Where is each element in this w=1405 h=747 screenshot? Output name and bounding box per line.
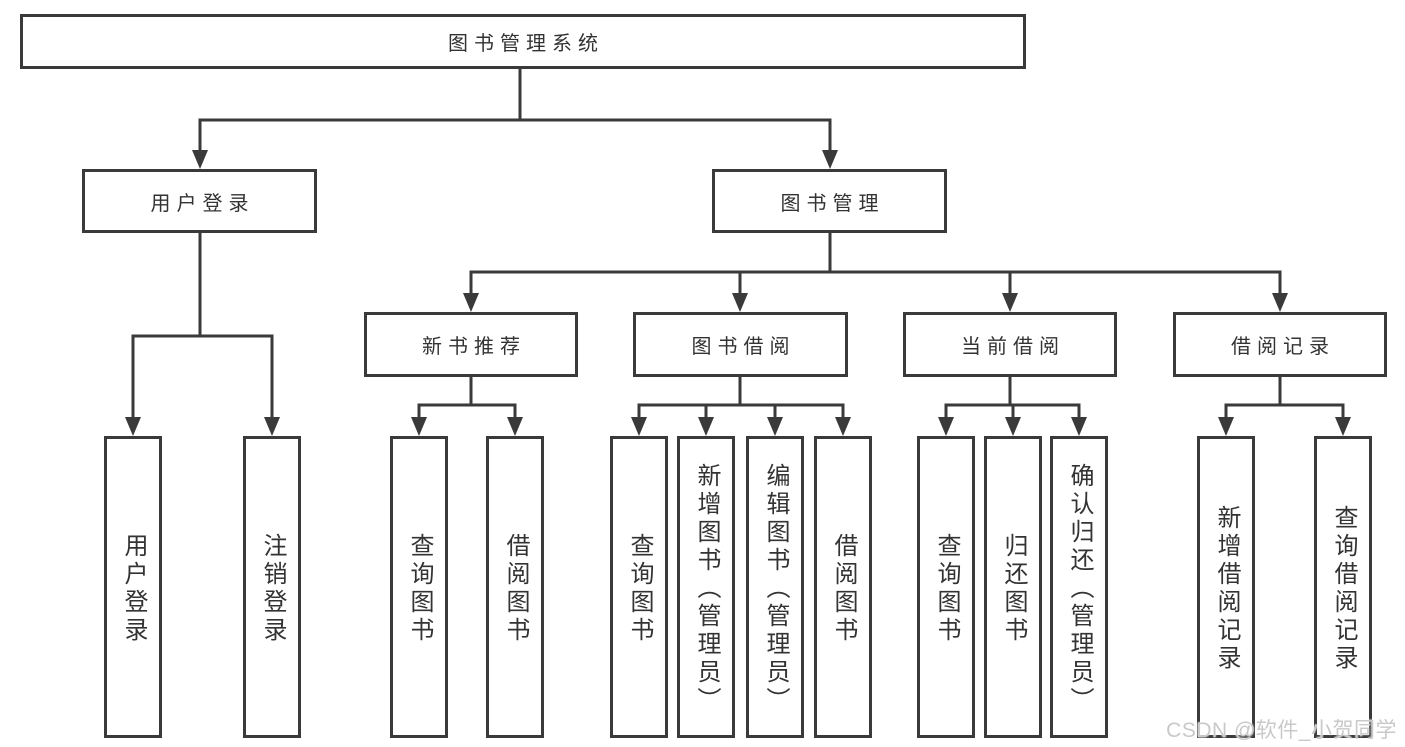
node-label: 查询图书: [933, 533, 960, 645]
node-label: 图书借阅: [691, 336, 796, 358]
node-label: 借阅图书: [830, 533, 857, 645]
arrowhead-down-icon: [767, 417, 783, 436]
node-label: 查询借阅记录: [1330, 505, 1357, 673]
arrowhead-down-icon: [1005, 417, 1021, 436]
arrowhead-down-icon: [1002, 293, 1018, 312]
node-leaf-return-book: 归还图书: [984, 436, 1042, 738]
node-leaf-borrow-book-2: 借阅图书: [814, 436, 872, 738]
node-label: 用户登录: [150, 192, 255, 215]
arrowhead-down-icon: [1071, 417, 1087, 436]
node-leaf-confirm-return: 确认归还（管理员）: [1050, 436, 1108, 738]
node-label: 查询图书: [626, 533, 653, 645]
arrowhead-down-icon: [463, 293, 479, 312]
arrowhead-down-icon: [507, 417, 523, 436]
arrowhead-down-icon: [264, 417, 280, 436]
node-current-borrowing: 当前借阅: [903, 312, 1117, 377]
node-leaf-edit-book: 编辑图书（管理员）: [746, 436, 804, 738]
watermark-text: CSDN @软件_小贺同学: [1166, 719, 1397, 742]
node-label: 借阅记录: [1231, 336, 1335, 358]
arrowhead-down-icon: [1335, 417, 1351, 436]
arrowhead-down-icon: [938, 417, 954, 436]
node-label: 新书推荐: [422, 336, 526, 358]
node-label: 新增借阅记录: [1213, 505, 1240, 673]
arrowhead-down-icon: [698, 417, 714, 436]
node-leaf-add-book: 新增图书（管理员）: [677, 436, 735, 738]
node-leaf-query-borrow-record: 查询借阅记录: [1314, 436, 1372, 738]
node-borrowing-records: 借阅记录: [1173, 312, 1387, 377]
arrowhead-down-icon: [835, 417, 851, 436]
node-leaf-query-book-2: 查询图书: [610, 436, 668, 738]
node-new-book-recommend: 新书推荐: [364, 312, 578, 377]
arrowhead-down-icon: [732, 293, 748, 312]
node-label: 借阅图书: [502, 533, 529, 645]
node-label: 当前借阅: [961, 336, 1065, 358]
node-label: 编辑图书（管理员）: [762, 463, 789, 715]
node-label: 用户登录: [120, 533, 147, 645]
arrowhead-down-icon: [1218, 417, 1234, 436]
node-root: 图书管理系统: [20, 14, 1026, 69]
node-book-borrowing: 图书借阅: [633, 312, 848, 377]
node-leaf-query-book-1: 查询图书: [390, 436, 448, 738]
node-label: 新增图书（管理员）: [693, 463, 720, 715]
node-label: 注销登录: [259, 533, 286, 645]
node-book-management: 图书管理: [712, 169, 947, 233]
node-leaf-user-login: 用户登录: [104, 436, 162, 738]
node-leaf-logout: 注销登录: [243, 436, 301, 738]
node-user-login: 用户登录: [82, 169, 317, 233]
arrowhead-down-icon: [631, 417, 647, 436]
node-leaf-borrow-book-1: 借阅图书: [486, 436, 544, 738]
node-leaf-query-book-3: 查询图书: [917, 436, 975, 738]
arrowhead-down-icon: [125, 417, 141, 436]
arrowhead-down-icon: [1272, 293, 1288, 312]
arrowhead-down-icon: [411, 417, 427, 436]
node-label: 图书管理: [780, 192, 885, 215]
arrowhead-down-icon: [192, 150, 208, 169]
node-label: 归还图书: [1000, 533, 1027, 645]
node-label: 确认归还（管理员）: [1066, 463, 1093, 715]
node-label: 图书管理系统: [448, 33, 604, 55]
arrowhead-down-icon: [822, 150, 838, 169]
node-leaf-add-borrow-record: 新增借阅记录: [1197, 436, 1255, 738]
node-label: 查询图书: [406, 533, 433, 645]
